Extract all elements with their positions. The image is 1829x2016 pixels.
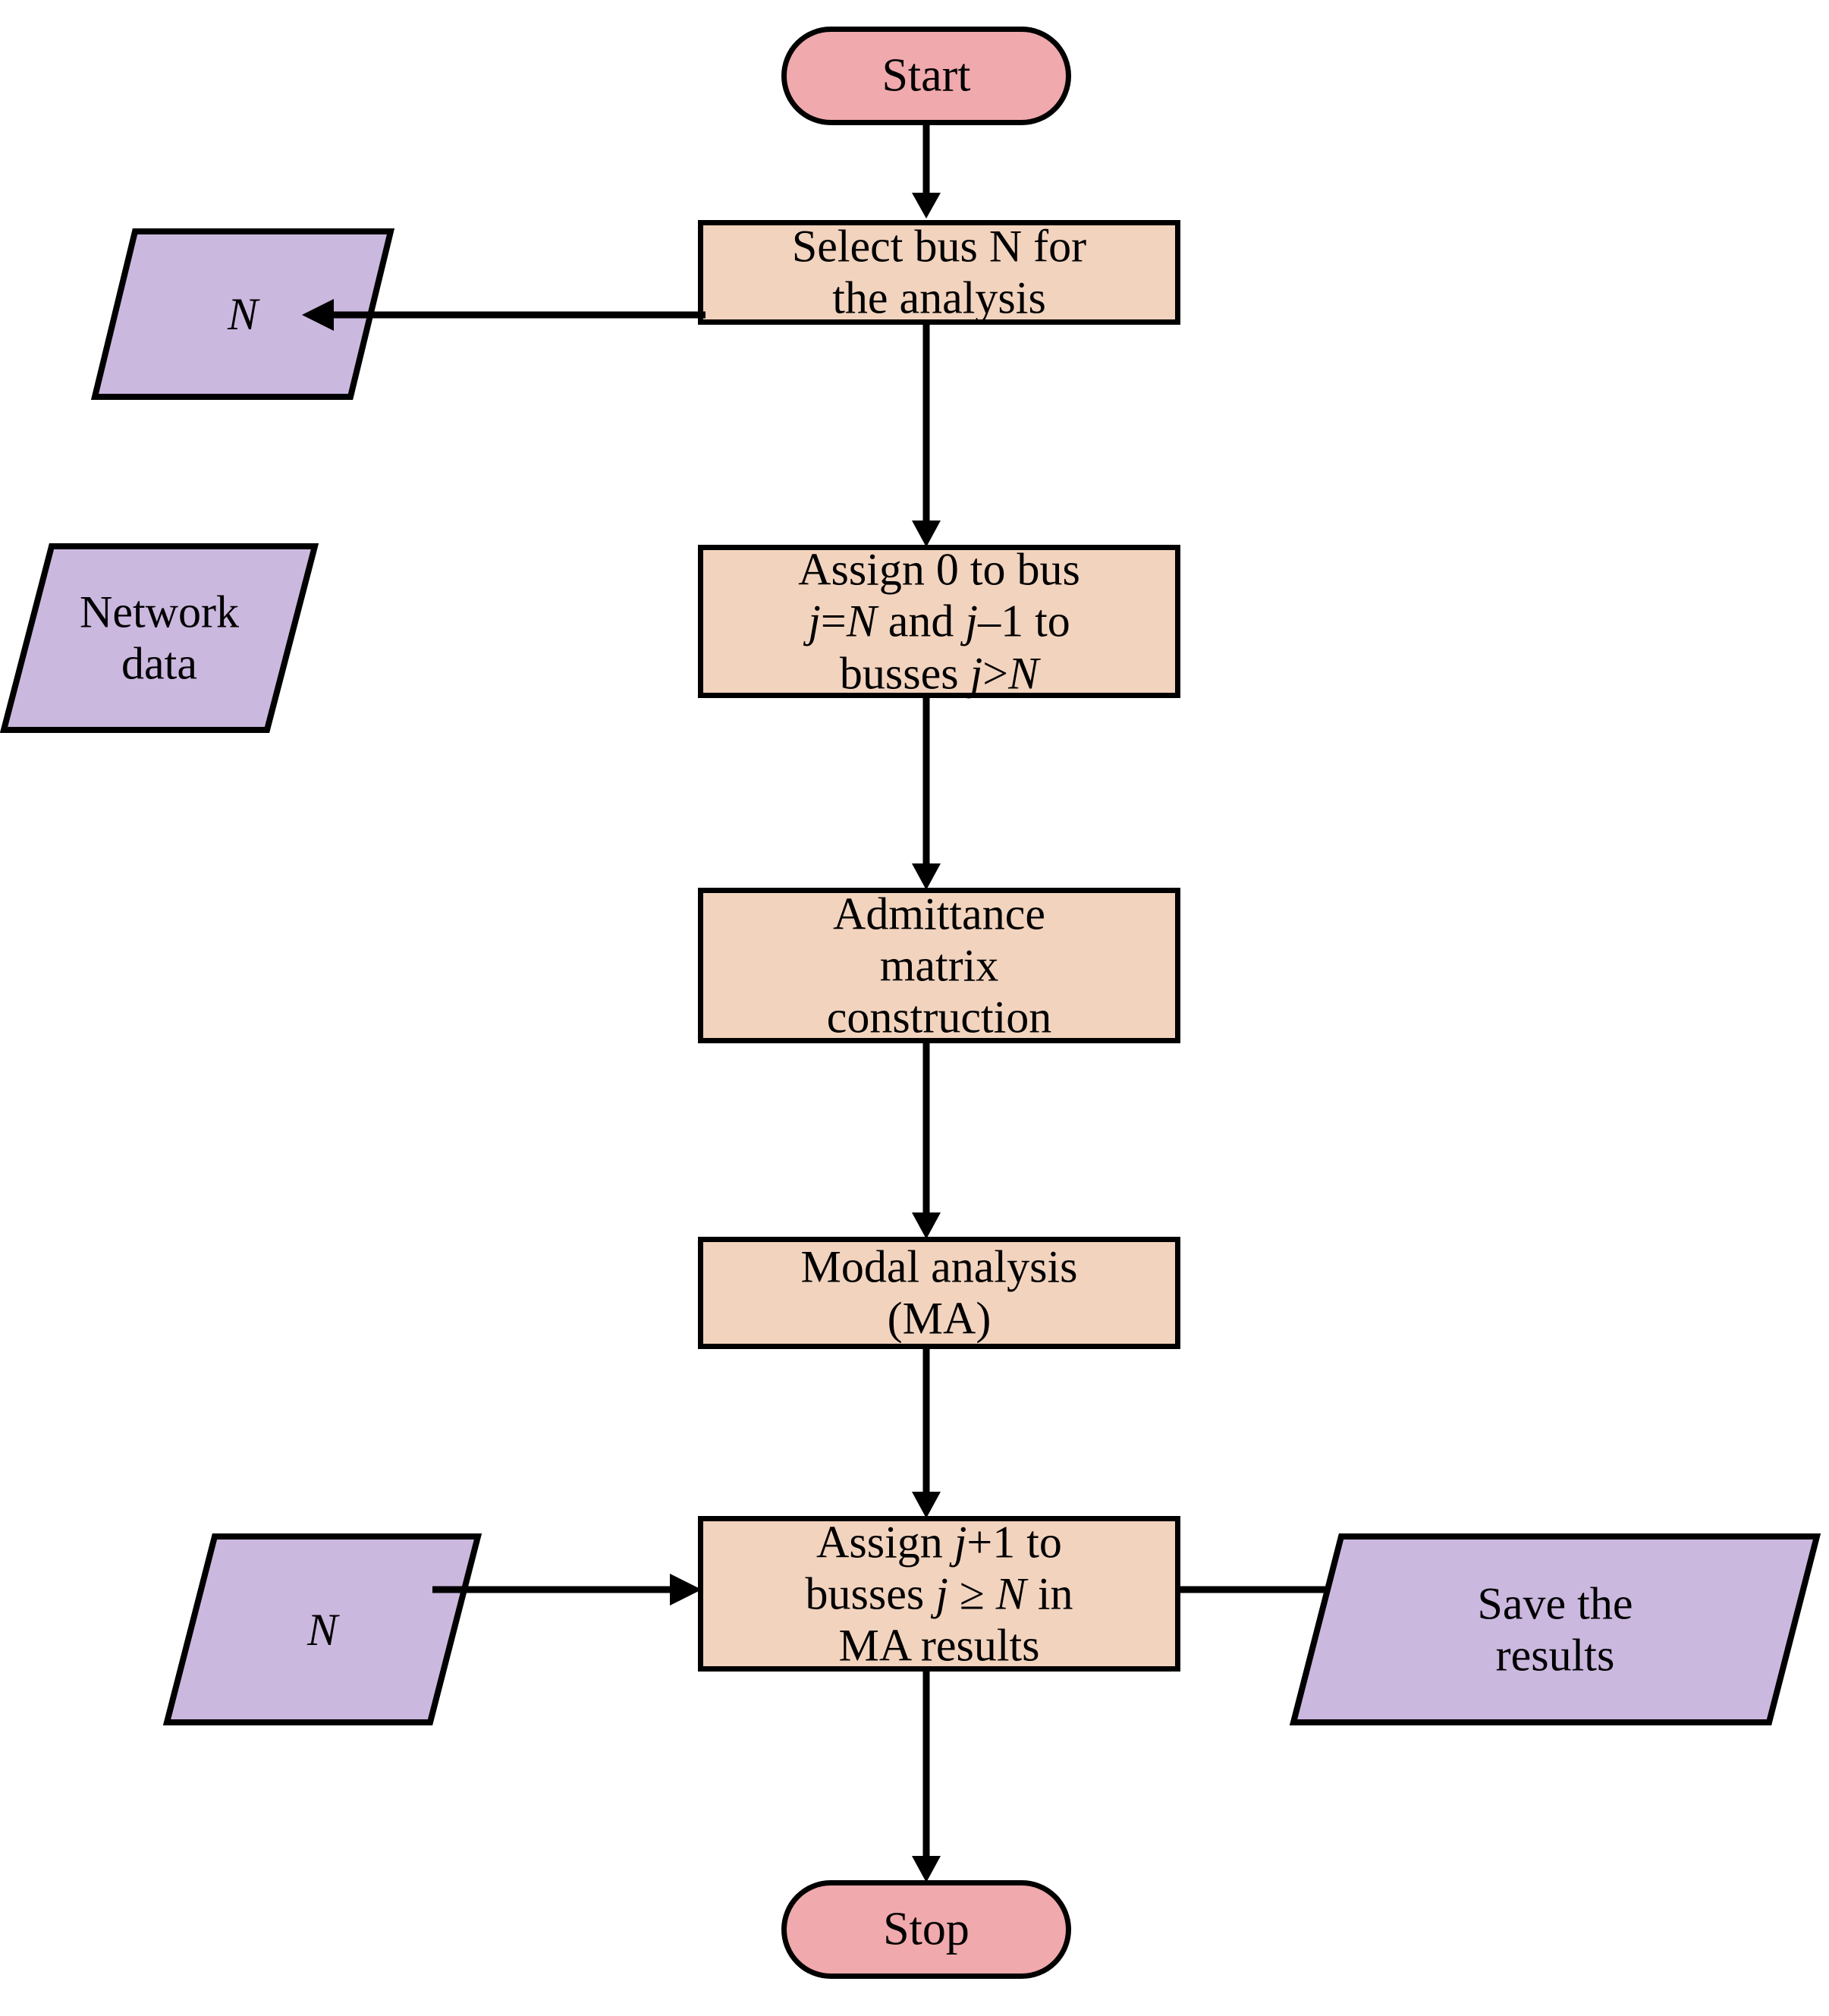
node-start-label: Start [882,49,971,102]
edge-assign-plus-one-to-stop [907,1668,945,1885]
edge-admittance-to-modal-analysis [907,1040,945,1241]
node-n-top[interactable]: N [91,228,394,401]
edge-start-to-select-bus [907,121,945,220]
node-n-bottom[interactable]: N [163,1533,482,1726]
node-stop[interactable]: Stop [781,1880,1071,1979]
node-start[interactable]: Start [781,27,1071,125]
node-modal-analysis-label: Modal analysis(MA) [800,1241,1078,1344]
edge-modal-analysis-to-assign-plus-one [907,1346,945,1521]
node-stop-label: Stop [883,1903,969,1955]
node-modal-analysis[interactable]: Modal analysis(MA) [698,1237,1180,1349]
edge-select-bus-to-assign-zero [907,322,945,549]
edge-assign-zero-to-admittance [907,695,945,892]
